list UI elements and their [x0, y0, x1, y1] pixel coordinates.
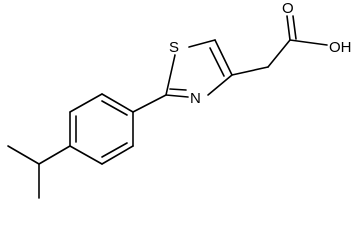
bond-isopropyl-ring	[38, 145, 71, 165]
thiazole-bond-c4-n	[207, 74, 233, 96]
thiazole-bond-n-c2-inner	[169, 88, 187, 91]
thiazole-ring: S N	[165, 39, 233, 107]
thiazole-bond-c5-c4	[214, 39, 233, 76]
sulfur-atom-label: S	[169, 39, 179, 56]
benzene-bond-2	[69, 93, 103, 113]
thiazole-bond-s-c5	[188, 39, 216, 48]
structure-canvas: S N O OH	[7, 0, 352, 199]
bond-c-oh	[289, 39, 328, 46]
isopropyl-group	[7, 145, 71, 199]
bond-methyl-left	[7, 145, 40, 165]
benzene-ring	[69, 93, 134, 165]
benzene-bond-6	[69, 145, 103, 165]
thiazole-bond-n-c2	[165, 94, 189, 98]
nitrogen-atom-label: N	[190, 90, 201, 107]
thiazole-bond-c5-c4-inner	[209, 47, 225, 77]
bond-carbonyl-inner	[292, 15, 297, 40]
benzene-bond-5	[101, 145, 134, 165]
bond-ch2-carboxyl	[267, 39, 291, 68]
acetic-acid-group: O OH	[231, 0, 352, 76]
benzene-bond-5-inner	[101, 142, 128, 158]
molecule-diagram: S N O OH	[7, 0, 352, 199]
bond-ring-ch2	[231, 66, 269, 76]
hydroxyl-label: OH	[329, 39, 352, 56]
thiazole-bond-c2-s	[165, 54, 176, 96]
bond-aryl-thiazole	[132, 94, 167, 113]
carbonyl-oxygen-label: O	[282, 0, 294, 17]
benzene-bond-3	[101, 93, 134, 113]
bond-carbonyl-outer	[286, 15, 291, 41]
benzene-bond-3-inner	[101, 100, 128, 116]
